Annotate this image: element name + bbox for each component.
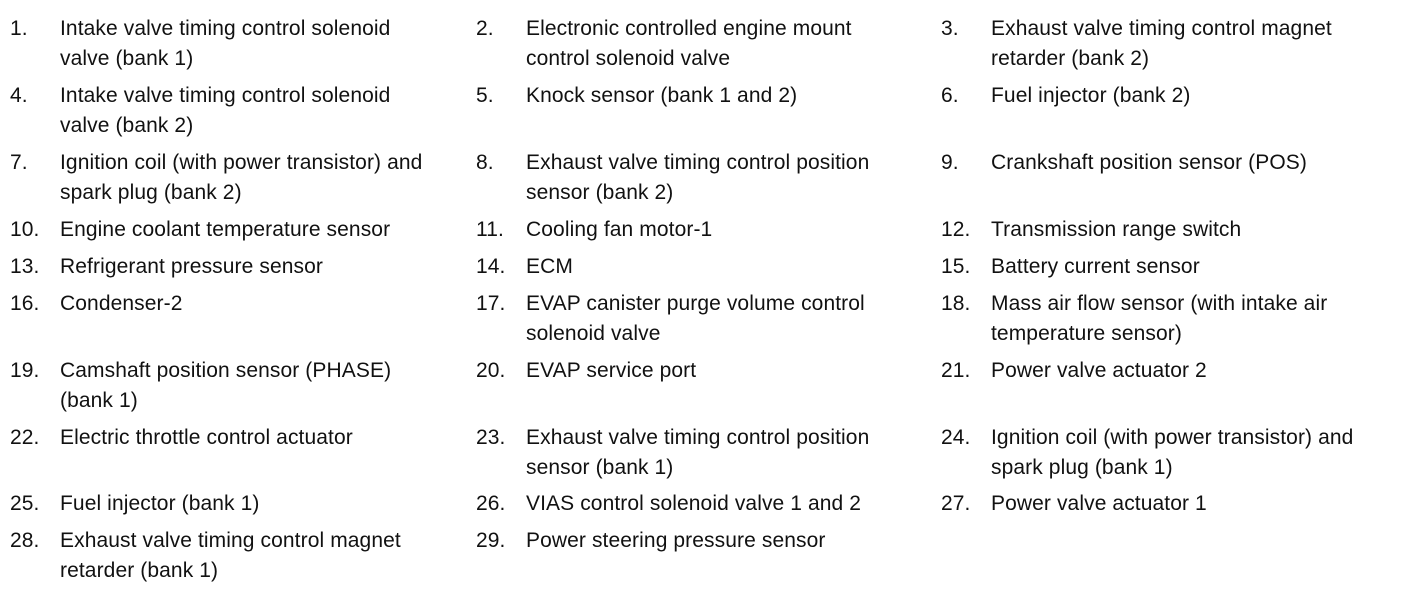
item-number: 2. bbox=[476, 17, 494, 40]
item-description: Ignition coil (with power transistor) an… bbox=[991, 426, 1354, 479]
item-description: Camshaft position sensor (PHASE) (bank 1… bbox=[60, 359, 392, 412]
item-number: 25. bbox=[10, 492, 40, 515]
item-description: Engine coolant temperature sensor bbox=[60, 218, 391, 241]
item-number: 24. bbox=[941, 426, 971, 449]
item-description: Electric throttle control actuator bbox=[60, 426, 353, 449]
item-description: Knock sensor (bank 1 and 2) bbox=[526, 84, 798, 107]
item-description: Power steering pressure sensor bbox=[526, 529, 826, 552]
item-description: Intake valve timing control solenoid val… bbox=[60, 17, 391, 70]
item-number: 29. bbox=[476, 529, 506, 552]
item-number: 18. bbox=[941, 292, 971, 315]
item-description: Exhaust valve timing control magnet reta… bbox=[60, 529, 401, 582]
item-description: Intake valve timing control solenoid val… bbox=[60, 84, 391, 137]
item-number: 22. bbox=[10, 426, 40, 449]
item-description: Power valve actuator 1 bbox=[991, 492, 1207, 515]
item-number: 21. bbox=[941, 359, 971, 382]
item-number: 9. bbox=[941, 151, 959, 174]
item-description: Battery current sensor bbox=[991, 255, 1200, 278]
item-description: Ignition coil (with power transistor) an… bbox=[60, 151, 423, 204]
item-number: 19. bbox=[10, 359, 40, 382]
item-description: Transmission range switch bbox=[991, 218, 1242, 241]
item-number: 11. bbox=[476, 218, 504, 241]
item-description: Exhaust valve timing control magnet reta… bbox=[991, 17, 1332, 70]
item-description: Mass air flow sensor (with intake air te… bbox=[991, 292, 1328, 345]
item-number: 27. bbox=[941, 492, 971, 515]
item-number: 7. bbox=[10, 151, 28, 174]
item-number: 17. bbox=[476, 292, 506, 315]
item-description: Power valve actuator 2 bbox=[991, 359, 1207, 382]
item-number: 28. bbox=[10, 529, 40, 552]
item-description: Crankshaft position sensor (POS) bbox=[991, 151, 1307, 174]
item-number: 3. bbox=[941, 17, 959, 40]
item-number: 23. bbox=[476, 426, 506, 449]
item-number: 20. bbox=[476, 359, 506, 382]
item-number: 4. bbox=[10, 84, 28, 107]
item-number: 5. bbox=[476, 84, 494, 107]
item-number: 12. bbox=[941, 218, 971, 241]
item-number: 1. bbox=[10, 17, 28, 40]
item-description: Cooling fan motor-1 bbox=[526, 218, 713, 241]
item-description: Condenser-2 bbox=[60, 292, 183, 315]
item-number: 16. bbox=[10, 292, 40, 315]
item-description: Exhaust valve timing control position se… bbox=[526, 151, 870, 204]
item-description: Fuel injector (bank 2) bbox=[991, 84, 1191, 107]
item-number: 13. bbox=[10, 255, 40, 278]
item-description: EVAP canister purge volume control solen… bbox=[526, 292, 865, 345]
item-description: Fuel injector (bank 1) bbox=[60, 492, 260, 515]
item-description: Electronic controlled engine mount contr… bbox=[526, 17, 852, 70]
item-description: EVAP service port bbox=[526, 359, 697, 382]
item-number: 14. bbox=[476, 255, 506, 278]
item-number: 10. bbox=[10, 218, 40, 241]
item-description: Exhaust valve timing control position se… bbox=[526, 426, 870, 479]
item-number: 15. bbox=[941, 255, 971, 278]
item-number: 6. bbox=[941, 84, 959, 107]
item-description: VIAS control solenoid valve 1 and 2 bbox=[526, 492, 862, 515]
item-description: ECM bbox=[526, 255, 573, 278]
item-number: 26. bbox=[476, 492, 506, 515]
item-description: Refrigerant pressure sensor bbox=[60, 255, 323, 278]
item-number: 8. bbox=[476, 151, 494, 174]
